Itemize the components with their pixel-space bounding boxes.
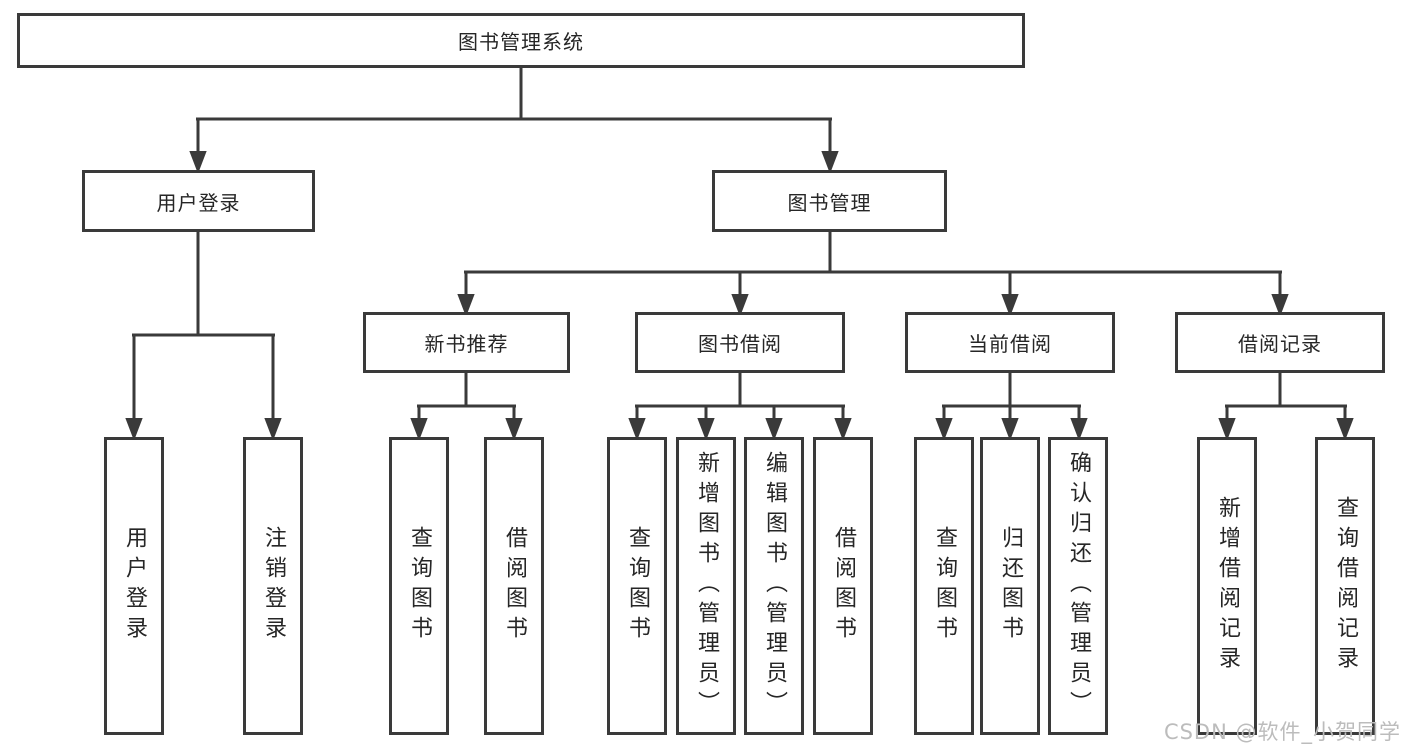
leaf-edit-books-admin: 编辑图书（管理员） [744, 437, 804, 735]
connector-new-book-to-leaves [410, 373, 523, 441]
connector-user-login-to-leaves [125, 232, 282, 441]
leaf-add-books-admin: 新增图书（管理员） [676, 437, 736, 735]
node-user-login: 用户登录 [82, 170, 315, 232]
node-root-system: 图书管理系统 [17, 13, 1025, 68]
leaf-query-books-recommend: 查询图书 [389, 437, 449, 735]
node-book-management: 图书管理 [712, 170, 947, 232]
node-current-borrow: 当前借阅 [905, 312, 1115, 373]
connector-borrow-to-leaves [628, 373, 852, 441]
leaf-logout: 注销登录 [243, 437, 303, 735]
leaf-borrow-books: 借阅图书 [813, 437, 873, 735]
leaf-borrow-books-recommend: 借阅图书 [484, 437, 544, 735]
connector-records-to-leaves [1218, 373, 1354, 441]
leaf-confirm-return-admin: 确认归还（管理员） [1048, 437, 1108, 735]
node-borrow-records: 借阅记录 [1175, 312, 1385, 373]
leaf-user-login: 用户登录 [104, 437, 164, 735]
leaf-query-books-current: 查询图书 [914, 437, 974, 735]
leaf-query-borrow-record: 查询借阅记录 [1315, 437, 1375, 735]
node-book-borrow: 图书借阅 [635, 312, 845, 373]
connector-root-to-level2 [189, 68, 839, 174]
connector-book-mgmt-to-level3 [457, 232, 1289, 317]
leaf-add-borrow-record: 新增借阅记录 [1197, 437, 1257, 735]
node-new-book-recommend: 新书推荐 [363, 312, 570, 373]
leaf-return-books: 归还图书 [980, 437, 1040, 735]
watermark: CSDN @软件_小贺同学 [1163, 720, 1401, 744]
connector-current-to-leaves [935, 373, 1088, 441]
leaf-query-books-borrow: 查询图书 [607, 437, 667, 735]
